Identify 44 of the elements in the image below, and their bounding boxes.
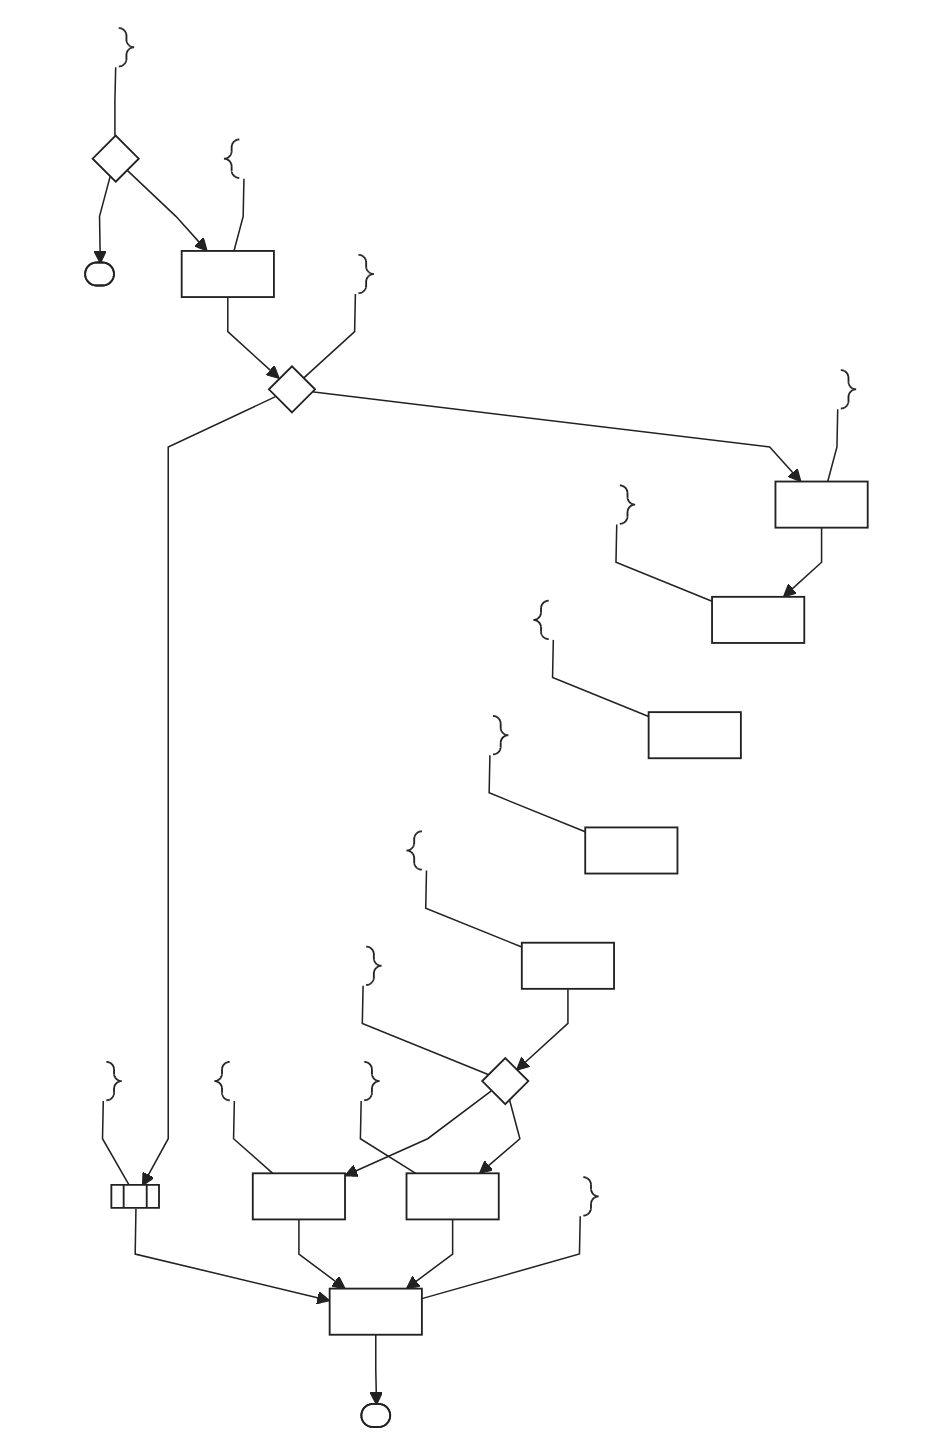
node-bracket [117, 27, 135, 68]
connector [826, 408, 838, 483]
node-bracket [581, 1176, 600, 1217]
connector [361, 985, 489, 1076]
arrow [478, 1098, 521, 1174]
node-box [647, 711, 742, 760]
node-box [180, 250, 275, 298]
node-bracket [104, 1060, 123, 1102]
node-bracket [839, 369, 857, 410]
node-bracket [491, 715, 509, 756]
node-subroutine [109, 1183, 160, 1209]
arrow [343, 1090, 492, 1177]
arrow [297, 1218, 346, 1290]
arrow [226, 296, 280, 379]
arrow [133, 1207, 330, 1305]
arrow [92, 176, 111, 264]
connector [232, 177, 245, 252]
node-box [583, 826, 678, 875]
connector [302, 293, 356, 380]
node-box [251, 1172, 346, 1221]
node-box [405, 1172, 500, 1221]
node-bracket [405, 830, 423, 871]
node-bracket [618, 484, 636, 525]
node-box [328, 1287, 423, 1336]
node-bracket [357, 253, 375, 295]
node-diamond [480, 1056, 530, 1106]
node-box [710, 595, 805, 644]
connector [551, 639, 649, 718]
connector [232, 1100, 274, 1175]
node-bracket [531, 599, 550, 641]
arrow [515, 988, 569, 1071]
arrow [405, 1218, 453, 1290]
node-box [520, 941, 615, 990]
arrow [125, 169, 208, 252]
node-bracket [222, 138, 240, 179]
node-bracket [364, 945, 382, 986]
node-diamond [267, 364, 316, 414]
node-diamond [90, 134, 140, 184]
node-box [774, 480, 869, 529]
node-bracket [212, 1060, 231, 1102]
node-bracket [362, 1060, 381, 1102]
connector [113, 66, 116, 137]
arrow [782, 526, 822, 598]
connector [359, 1100, 416, 1175]
